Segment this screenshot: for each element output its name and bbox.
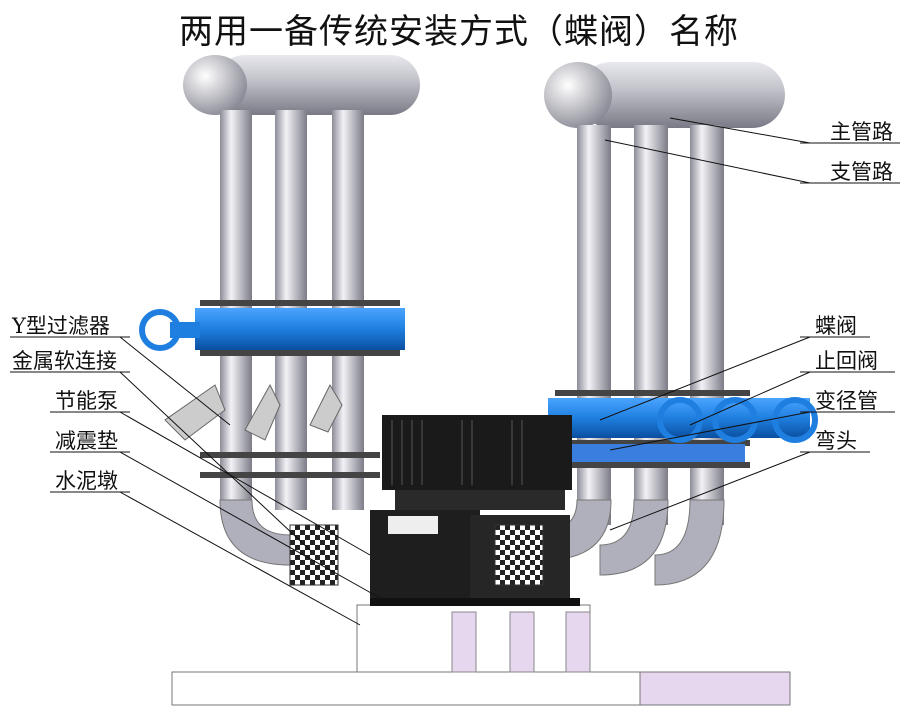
y-strainers <box>164 383 343 441</box>
label-concrete-pier: 水泥墩 <box>55 469 118 493</box>
metal-flexible-joints <box>289 524 544 586</box>
flanges <box>200 300 750 478</box>
concrete-base <box>171 604 791 706</box>
label-check-valve: 止回阀 <box>815 349 878 373</box>
label-metal-flexible-joint: 金属软连接 <box>12 349 117 373</box>
label-reducer: 变径管 <box>815 389 878 413</box>
label-branch-pipe: 支管路 <box>830 160 893 184</box>
label-butterfly-valve: 蝶阀 <box>815 314 857 338</box>
butterfly-valves-right <box>548 397 818 462</box>
label-energy-saving-pump: 节能泵 <box>55 389 118 413</box>
label-vibration-pad: 减震垫 <box>55 429 118 453</box>
label-main-pipe: 主管路 <box>830 120 893 144</box>
label-elbow: 弯头 <box>815 429 857 453</box>
label-y-strainer: Y型过滤器 <box>12 314 110 338</box>
leader-lines <box>10 117 900 626</box>
main-header-right <box>544 62 785 128</box>
pump-units <box>370 415 580 606</box>
diagram-title: 两用一备传统安装方式（蝶阀）名称 <box>179 12 739 52</box>
main-header-left <box>183 55 420 115</box>
butterfly-valves-left <box>139 308 405 351</box>
